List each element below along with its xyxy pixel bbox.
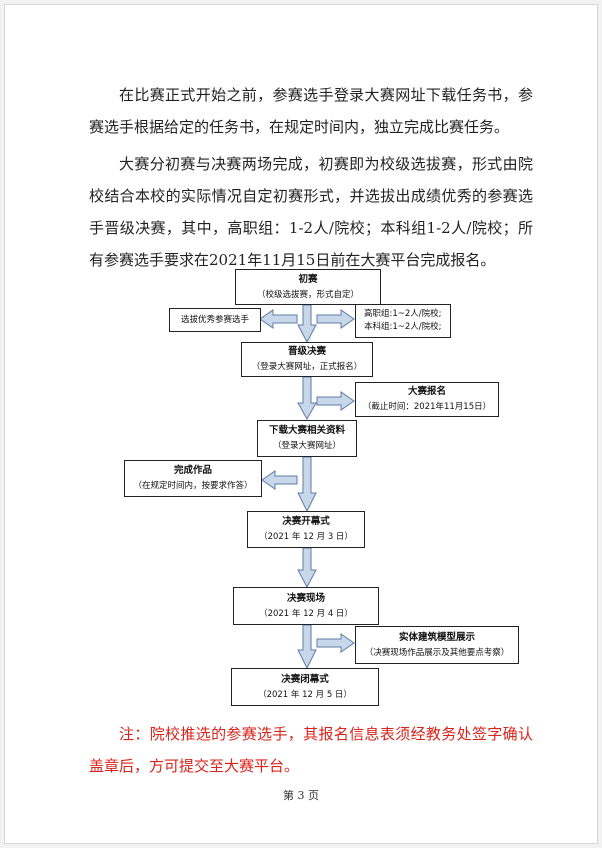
box-onsite-title: 决赛现场 — [286, 592, 325, 604]
box-select: 选拔优秀参赛选手 — [169, 308, 261, 332]
arrow-down-1 — [297, 304, 317, 344]
arrow-down-3 — [297, 456, 317, 513]
arrow-left-select — [259, 309, 298, 329]
box-prelim-title: 初赛 — [298, 273, 318, 285]
box-quota: 高职组:1~2人/院校; 本科组:1~2人/院校; — [355, 304, 451, 338]
arrow-down-2 — [297, 376, 317, 421]
box-exhibit: 实体建筑模型展示 （决赛现场作品展示及其他要点考察） — [355, 626, 519, 664]
note-paragraph: 注：院校推选的参赛选手，其报名信息表须经教务处签字确认盖章后，方可提交至大赛平台… — [89, 725, 533, 775]
box-exhibit-title: 实体建筑模型展示 — [398, 631, 475, 643]
arrow-down-4 — [297, 547, 317, 589]
arrow-down-5 — [297, 624, 317, 670]
box-exhibit-sub: （决赛现场作品展示及其他要点考察） — [364, 647, 510, 658]
box-closing: 决赛闭幕式 （2021 年 12 月 5 日） — [231, 668, 379, 706]
page-number: 第 3 页 — [283, 789, 319, 802]
box-prelim-sub: （校级选拔赛，形式自定） — [256, 289, 359, 300]
box-register: 大赛报名 （截止时间：2021年11月15日） — [355, 382, 499, 417]
box-download-sub: （登录大赛网址） — [272, 441, 341, 451]
box-onsite: 决赛现场 （2021 年 12 月 4 日） — [233, 587, 379, 625]
box-opening-sub: （2021 年 12 月 3 日） — [259, 532, 353, 542]
flowchart-arrows — [259, 304, 355, 670]
arrow-right-quota — [316, 309, 355, 329]
box-advance-title: 晋级决赛 — [287, 346, 326, 357]
box-advance-sub: （登录大赛网址，正式报名） — [251, 362, 363, 372]
arrow-right-register — [316, 391, 355, 411]
box-complete-sub: （在规定时间内，按要求作答） — [133, 481, 253, 491]
box-closing-title: 决赛闭幕式 — [281, 673, 329, 685]
box-opening: 决赛开幕式 （2021 年 12 月 3 日） — [247, 511, 365, 548]
box-download: 下载大赛相关资料 （登录大赛网址） — [257, 420, 357, 457]
box-register-title: 大赛报名 — [407, 386, 446, 397]
box-quota-line2: 本科组:1~2人/院校; — [364, 322, 442, 332]
box-select-text: 选拔优秀参赛选手 — [180, 314, 249, 325]
box-download-title: 下载大赛相关资料 — [268, 425, 345, 436]
box-prelim: 初赛 （校级选拔赛，形式自定） — [235, 269, 381, 305]
box-closing-sub: （2021 年 12 月 5 日） — [258, 689, 352, 700]
box-quota-line1: 高职组:1~2人/院校; — [364, 309, 442, 319]
box-complete: 完成作品 （在规定时间内，按要求作答） — [124, 460, 262, 497]
box-opening-title: 决赛开幕式 — [282, 516, 330, 527]
paragraph-task-download: 在比赛正式开始之前，参赛选手登录大赛网址下载任务书，参赛选手根据给定的任务书，在… — [89, 86, 533, 136]
arrow-left-complete — [261, 470, 298, 490]
paragraph-competition-format: 大赛分初赛与决赛两场完成，初赛即为校级选拔赛，形式由院校结合本校的实际情况自定初… — [89, 155, 533, 269]
box-complete-title: 完成作品 — [173, 465, 212, 476]
box-register-sub: （截止时间：2021年11月15日） — [362, 402, 492, 412]
box-onsite-sub: （2021 年 12 月 4 日） — [259, 608, 353, 619]
document-page: 在比赛正式开始之前，参赛选手登录大赛网址下载任务书，参赛选手根据给定的任务书，在… — [4, 4, 598, 844]
box-advance: 晋级决赛 （登录大赛网址，正式报名） — [241, 342, 373, 377]
arrow-right-exhibit — [316, 633, 355, 653]
